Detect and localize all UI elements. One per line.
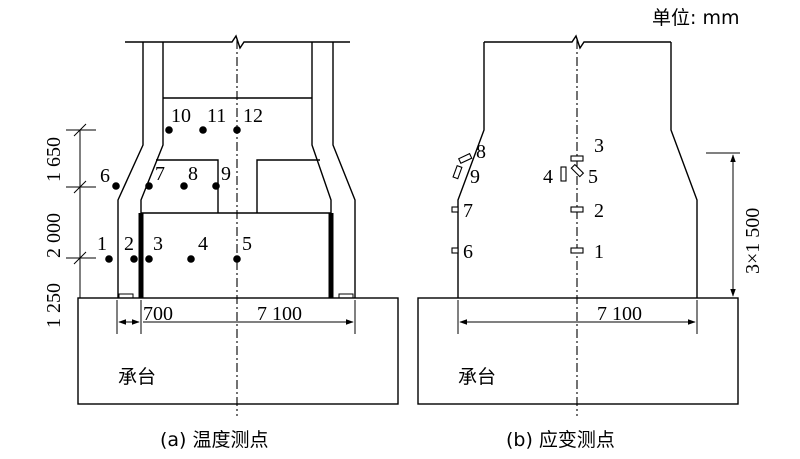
footing-left-a: [118, 293, 134, 299]
outer-wall-right-b: [670, 42, 698, 298]
vdim-3x1500: 3×1 500: [742, 208, 764, 274]
vdim-1650: 1 650: [43, 137, 65, 182]
strain-gauge-4: [560, 166, 567, 182]
strain-label-9: 9: [470, 166, 480, 188]
strain-labels: 1 2 3 4 5 6 7 8 9: [463, 135, 604, 263]
strain-gauge-8: [457, 152, 473, 164]
strain-gauge-1: [570, 247, 584, 254]
break-line-b: [484, 34, 671, 50]
strain-gauge-7: [451, 206, 459, 213]
temp-point-1: [105, 255, 113, 263]
vdim-1250: 1 250: [43, 283, 65, 328]
panel-strain-points: 承台 1 2 3 4 5 6 7 8 9: [417, 34, 764, 451]
strain-label-1: 1: [594, 241, 604, 263]
strain-label-7: 7: [463, 200, 473, 222]
temp-point-11: [199, 126, 207, 134]
temp-label-10: 10: [171, 105, 191, 127]
hdim-7100-b: 7 100: [597, 303, 642, 325]
temp-label-11: 11: [207, 105, 226, 127]
strain-label-8: 8: [476, 141, 486, 163]
temp-label-6: 6: [100, 165, 110, 187]
temp-label-3: 3: [153, 233, 163, 255]
caption-a: (a) 温度测点: [160, 429, 269, 451]
temp-label-5: 5: [242, 233, 252, 255]
temp-label-8: 8: [188, 163, 198, 185]
strain-gauges: [451, 152, 585, 254]
temp-point-3: [145, 255, 153, 263]
temp-point-9: [212, 182, 220, 190]
partition-left-a: [156, 159, 219, 213]
footing-right-a: [338, 293, 354, 299]
temp-point-4: [187, 255, 195, 263]
strain-gauge-2: [570, 206, 584, 213]
hdim-700: 700: [143, 303, 173, 325]
panel-temperature-points: 承台 1 250 2 000 1 650: [43, 34, 399, 451]
temp-point-6: [112, 182, 120, 190]
temp-point-2: [130, 255, 138, 263]
strain-gauge-5: [570, 163, 585, 178]
strain-label-3: 3: [594, 135, 604, 157]
temp-point-5: [233, 255, 241, 263]
inner-wall-right-a: [311, 42, 332, 298]
temp-point-7: [145, 182, 153, 190]
temp-label-12: 12: [243, 105, 263, 127]
temp-label-2: 2: [124, 233, 134, 255]
temp-label-1: 1: [97, 233, 107, 255]
strain-label-2: 2: [594, 200, 604, 222]
hdim-7100-a: 7 100: [257, 303, 302, 325]
strain-label-4: 4: [543, 166, 553, 188]
temperature-dots: [105, 126, 241, 263]
strain-gauge-6: [451, 247, 459, 254]
temp-point-8: [180, 182, 188, 190]
caption-b: (b) 应变测点: [506, 429, 615, 451]
temp-point-10: [165, 126, 173, 134]
temp-label-9: 9: [221, 163, 231, 185]
vdim-2000: 2 000: [43, 213, 65, 258]
strain-gauge-3: [570, 155, 584, 162]
temperature-labels: 1 2 3 4 5 6 7 8 9 10 11 12: [97, 105, 263, 255]
unit-label: 单位: mm: [652, 7, 739, 29]
temp-point-12: [233, 126, 241, 134]
strain-label-5: 5: [588, 166, 598, 188]
outer-wall-left-a: [117, 42, 144, 298]
strain-gauge-9: [452, 164, 463, 180]
temp-label-7: 7: [155, 163, 165, 185]
break-line-a: [125, 34, 350, 50]
pile-cap-a: [77, 297, 399, 405]
pile-cap-label-a: 承台: [118, 366, 156, 388]
temp-label-4: 4: [198, 233, 208, 255]
partition-right-a: [256, 159, 320, 213]
pile-cap-label-b: 承台: [458, 366, 496, 388]
outer-wall-right-a: [332, 42, 356, 298]
strain-label-6: 6: [463, 241, 473, 263]
pile-cap-b: [417, 297, 739, 405]
